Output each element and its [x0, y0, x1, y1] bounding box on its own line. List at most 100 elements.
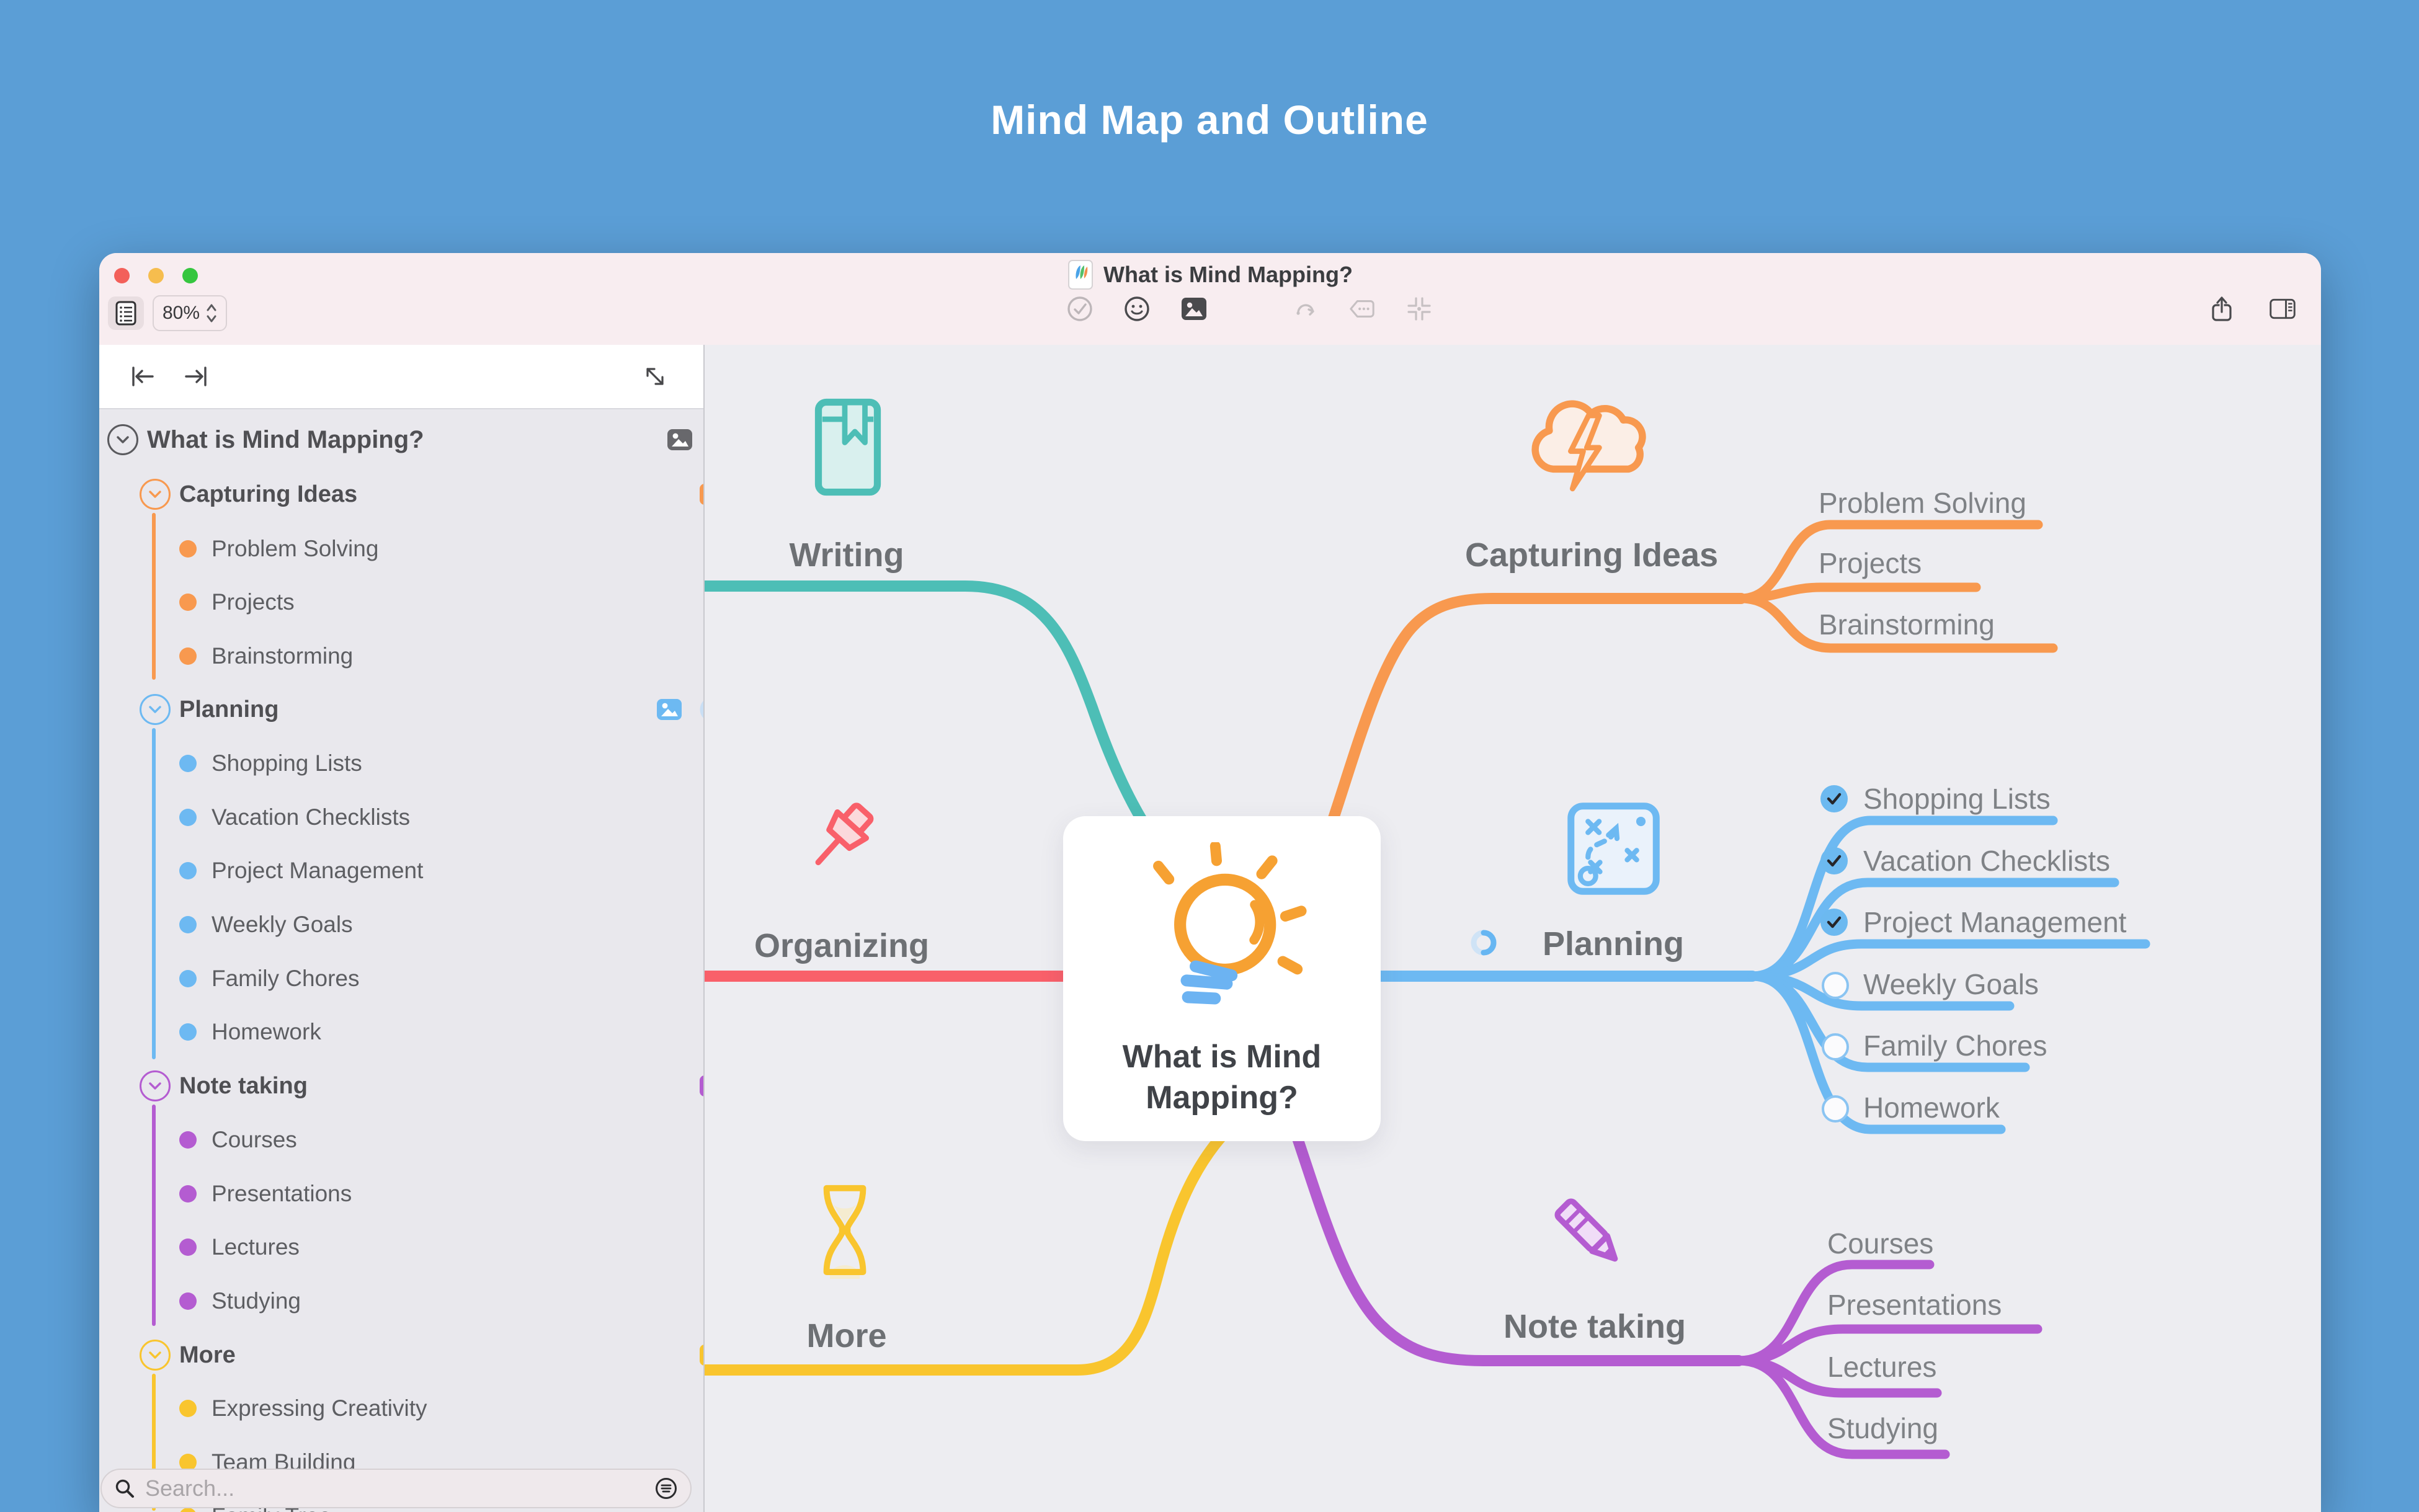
outline-list-icon — [115, 301, 136, 326]
unchecked-task-icon[interactable] — [1821, 1033, 1850, 1061]
collapse-all-button[interactable] — [129, 363, 156, 393]
outline-row-expressing-creativity[interactable]: Expressing Creativity — [99, 1381, 703, 1436]
zoom-level-stepper[interactable]: 80% — [153, 295, 228, 331]
map-node-studying[interactable]: Studying — [1827, 1412, 1939, 1444]
app-window: What is Mind Mapping? 80% — [99, 253, 2321, 1512]
map-node-note-taking[interactable]: Note taking — [1503, 1308, 1686, 1345]
map-node-more[interactable]: More — [806, 1317, 887, 1354]
sidebar-panel-icon — [2270, 298, 2296, 319]
image-icon — [1182, 298, 1206, 320]
chevron-down-icon[interactable] — [140, 479, 171, 510]
chevron-down-icon[interactable] — [107, 424, 138, 455]
filter-icon[interactable] — [654, 1477, 678, 1500]
expand-all-button[interactable] — [182, 363, 210, 393]
bullet-dot-icon — [179, 1131, 197, 1149]
image-badge-icon — [700, 484, 703, 505]
map-node-vacation-checklists[interactable]: Vacation Checklists — [1863, 845, 2110, 877]
outline-row-capturing-ideas[interactable]: Capturing Ideas — [99, 467, 703, 522]
outline-row-root[interactable]: What is Mind Mapping? — [99, 412, 703, 467]
task-checkmark-button[interactable] — [1066, 295, 1094, 322]
search-input[interactable] — [144, 1475, 654, 1502]
map-node-homework[interactable]: Homework — [1863, 1092, 2000, 1124]
outline-row-vacation-checklists[interactable]: Vacation Checklists — [99, 790, 703, 845]
outline-label: Family Chores — [212, 966, 360, 991]
outline-row-projects[interactable]: Projects — [99, 575, 703, 629]
strategy-board-icon — [1567, 803, 1660, 895]
pencil-icon — [1554, 1198, 1618, 1262]
outline-row-courses[interactable]: Courses — [99, 1113, 703, 1167]
branch-line-capturing — [152, 513, 156, 680]
tag-button[interactable] — [1348, 295, 1376, 322]
outline-row-presentations[interactable]: Presentations — [99, 1167, 703, 1221]
map-node-courses[interactable]: Courses — [1827, 1227, 1934, 1260]
fullscreen-button[interactable] — [182, 268, 198, 283]
checked-task-icon[interactable] — [1820, 785, 1848, 813]
outline-row-project-management[interactable]: Project Management — [99, 843, 703, 898]
outline-label: Projects — [212, 589, 295, 615]
sidebar-header — [99, 345, 703, 409]
map-node-writing[interactable]: Writing — [789, 536, 904, 574]
collapse-button[interactable] — [1406, 295, 1433, 322]
outline-row-planning[interactable]: Planning — [99, 682, 703, 737]
outline-row-problem-solving[interactable]: Problem Solving — [99, 522, 703, 576]
map-center-node[interactable]: What is Mind Mapping? — [1063, 816, 1381, 1141]
outline-row-shopping-lists[interactable]: Shopping Lists — [99, 736, 703, 791]
map-node-presentations[interactable]: Presentations — [1827, 1289, 2002, 1321]
outline-label: Brainstorming — [212, 643, 354, 669]
undo-arrow-icon — [1296, 304, 1314, 316]
map-node-project-management[interactable]: Project Management — [1863, 906, 2127, 938]
outline-row-lectures[interactable]: Lectures — [99, 1220, 703, 1274]
outline-label: Capturing Ideas — [179, 481, 358, 507]
outline-view-toggle-button[interactable] — [108, 296, 144, 330]
outline-row-more[interactable]: More — [99, 1328, 703, 1382]
map-node-shopping-lists[interactable]: Shopping Lists — [1863, 783, 2051, 815]
outline-label: Presentations — [212, 1181, 352, 1206]
bullet-dot-icon — [179, 1400, 197, 1417]
book-icon — [814, 398, 881, 496]
storm-cloud-icon — [1531, 400, 1646, 492]
map-node-family-chores[interactable]: Family Chores — [1863, 1029, 2047, 1062]
outline-row-studying[interactable]: Studying — [99, 1274, 703, 1328]
unchecked-task-icon[interactable] — [1821, 1095, 1850, 1123]
map-node-brainstorming[interactable]: Brainstorming — [1819, 608, 1995, 641]
search-bar — [100, 1469, 692, 1508]
map-node-lectures[interactable]: Lectures — [1827, 1351, 1937, 1383]
outline-row-weekly-goals[interactable]: Weekly Goals — [99, 897, 703, 952]
tag-ellipsis-icon — [1350, 300, 1374, 318]
outline-label: Weekly Goals — [212, 912, 353, 937]
outline-label: Expressing Creativity — [212, 1395, 427, 1421]
image-badge-icon — [700, 1075, 703, 1096]
share-button[interactable] — [2208, 295, 2235, 322]
outline-row-note-taking[interactable]: Note taking — [99, 1059, 703, 1113]
map-node-capturing-ideas[interactable]: Capturing Ideas — [1464, 536, 1719, 574]
chevron-down-icon[interactable] — [140, 1070, 171, 1101]
unchecked-task-icon[interactable] — [1821, 971, 1850, 1000]
outline-row-homework[interactable]: Homework — [99, 1005, 703, 1059]
minimize-button[interactable] — [148, 268, 164, 283]
branch-line-more — [152, 1374, 156, 1511]
outline-label: Shopping Lists — [212, 750, 362, 776]
close-button[interactable] — [114, 268, 130, 283]
mindmap-canvas[interactable]: Writing Organizing More Capturing Ideas … — [703, 345, 2321, 1512]
outline-label: Lectures — [212, 1234, 300, 1260]
add-image-button[interactable] — [1180, 295, 1208, 322]
map-node-weekly-goals[interactable]: Weekly Goals — [1863, 968, 2039, 1000]
outline-label: Vacation Checklists — [212, 804, 411, 830]
map-node-problem-solving[interactable]: Problem Solving — [1819, 487, 2026, 519]
checked-task-icon[interactable] — [1820, 847, 1848, 875]
outline-row-family-chores[interactable]: Family Chores — [99, 951, 703, 1006]
sticker-button[interactable] — [1123, 295, 1151, 322]
outline-row-brainstorming[interactable]: Brainstorming — [99, 629, 703, 683]
bullet-dot-icon — [179, 540, 197, 558]
map-node-projects[interactable]: Projects — [1819, 547, 1922, 579]
map-node-organizing[interactable]: Organizing — [754, 927, 929, 964]
chevron-down-icon[interactable] — [140, 694, 171, 725]
checked-task-icon[interactable] — [1820, 908, 1848, 936]
undo-button[interactable] — [1291, 295, 1319, 322]
panel-toggle-button[interactable] — [2269, 295, 2296, 322]
outline-label: Problem Solving — [212, 536, 379, 561]
chevron-down-icon[interactable] — [140, 1340, 171, 1371]
map-node-planning[interactable]: Planning — [1543, 925, 1684, 963]
expand-sidebar-button[interactable] — [641, 363, 669, 393]
outline-label: Note taking — [179, 1072, 308, 1099]
